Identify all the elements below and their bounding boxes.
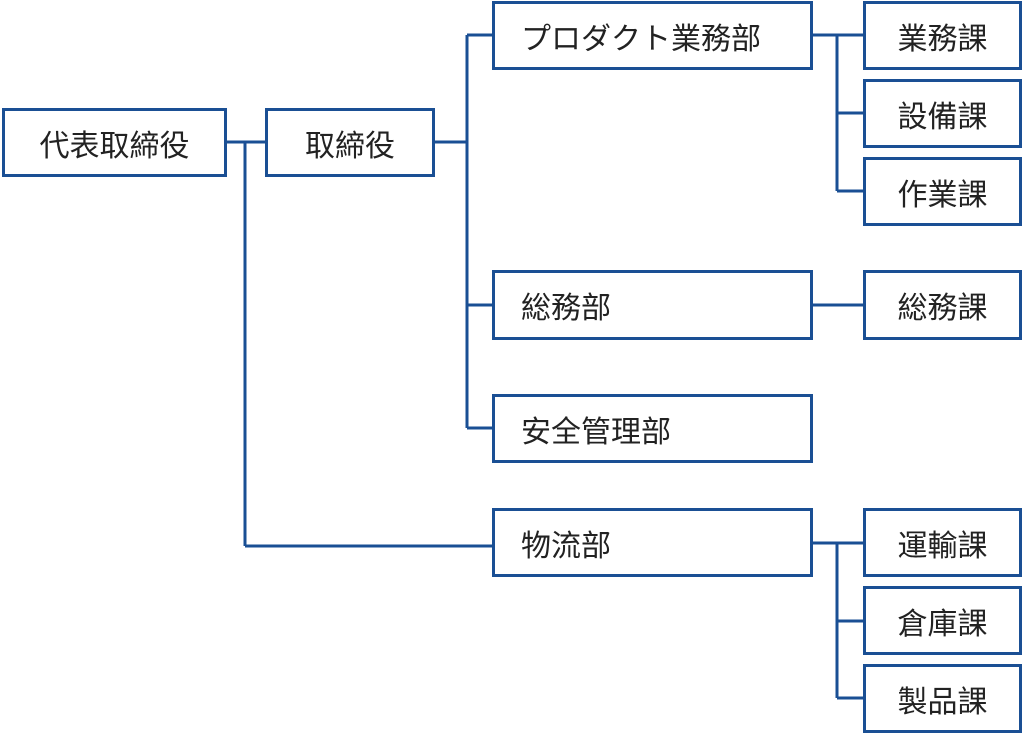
product-department-box: プロダクト業務部 <box>492 1 813 70</box>
products-section-box: 製品課 <box>863 664 1022 733</box>
equipment-section-box: 設備課 <box>863 79 1022 148</box>
general-department-box: 総務部 <box>492 270 813 340</box>
ceo-box: 代表取締役 <box>2 108 227 177</box>
general-affairs-section-box: 総務課 <box>863 270 1022 340</box>
logistics-department-box: 物流部 <box>492 508 813 577</box>
transport-section-box: 運輸課 <box>863 508 1022 577</box>
operations-section-box: 作業課 <box>863 157 1022 226</box>
business-section-box: 業務課 <box>863 1 1022 70</box>
director-box: 取締役 <box>265 108 435 177</box>
safety-department-box: 安全管理部 <box>492 394 813 463</box>
warehouse-section-box: 倉庫課 <box>863 586 1022 655</box>
